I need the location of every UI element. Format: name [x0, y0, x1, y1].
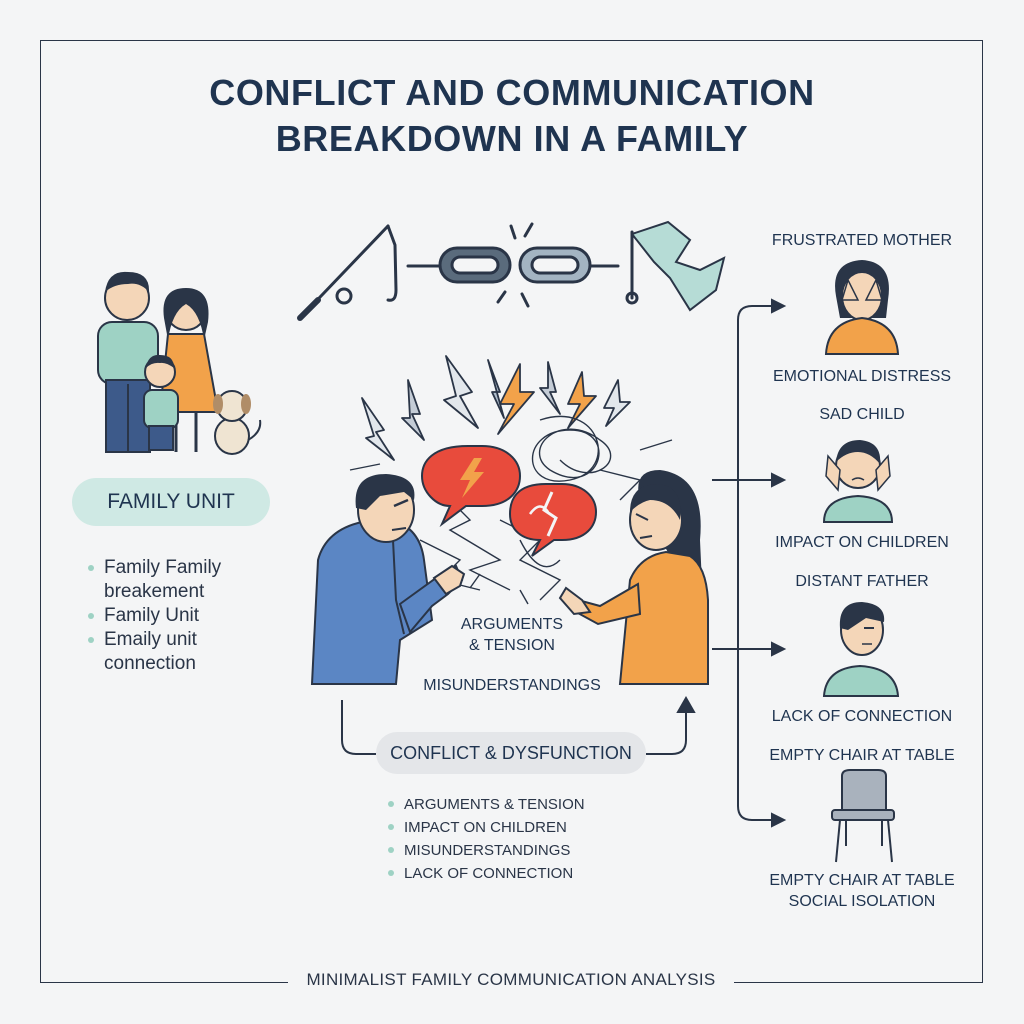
list-item: Emaily unit connection — [88, 628, 268, 676]
lightning-icon — [361, 355, 631, 461]
family-unit-bullets: Family Family breakement Family Unit Ema… — [88, 556, 268, 676]
list-item: MISUNDERSTANDINGS — [388, 839, 628, 862]
list-item: Family Unit — [88, 604, 268, 628]
family-illustration — [97, 271, 262, 455]
list-item: Family Family breakement — [88, 556, 268, 604]
page-title: CONFLICT AND COMMUNICATION BREAKDOWN IN … — [60, 70, 964, 162]
title-line-2: BREAKDOWN IN A FAMILY — [275, 118, 749, 159]
empty-chair-title: EMPTY CHAIR AT TABLE — [769, 747, 955, 764]
conflict-loop-arrow — [341, 695, 696, 755]
lack-of-connection-label: LACK OF CONNECTION — [771, 708, 953, 725]
torn-flag-icon — [625, 220, 726, 312]
frustrated-mother-label: FRUSTRATED MOTHER — [771, 232, 953, 249]
emotional-distress-label: EMOTIONAL DISTRESS — [772, 368, 952, 385]
sad-child-label: SAD CHILD — [819, 406, 905, 423]
list-item: LACK OF CONNECTION — [388, 862, 628, 885]
conflict-bullets: ARGUMENTS & TENSION IMPACT ON CHILDREN M… — [388, 793, 628, 885]
angry-man-figure — [310, 474, 466, 685]
title-line-1: CONFLICT AND COMMUNICATION — [209, 72, 815, 113]
family-unit-pill: FAMILY UNIT — [72, 478, 270, 526]
sad-child-icon — [822, 440, 894, 523]
distant-father-icon — [822, 602, 900, 697]
list-item: ARGUMENTS & TENSION — [388, 793, 628, 816]
upset-woman-figure — [558, 470, 709, 685]
effect-branch-arrows — [712, 298, 787, 828]
chair-icon — [831, 769, 895, 863]
fishing-rod-icon — [297, 224, 398, 321]
distant-father-label: DISTANT FATHER — [795, 573, 929, 590]
social-isolation-label: SOCIAL ISOLATION — [788, 893, 936, 910]
footer-gap — [288, 976, 734, 990]
arguments-label: ARGUMENTS & TENSION — [460, 616, 564, 654]
footer-caption: MINIMALIST FAMILY COMMUNICATION ANALYSIS — [306, 970, 716, 989]
empty-chair-caption: EMPTY CHAIR AT TABLE — [769, 872, 955, 889]
impact-on-children-label: IMPACT ON CHILDREN — [775, 534, 949, 551]
misunderstandings-label: MISUNDERSTANDINGS — [423, 677, 601, 694]
conflict-dysfunction-pill: CONFLICT & DYSFUNCTION — [376, 732, 646, 774]
broken-chain-icon — [406, 222, 620, 308]
frustrated-mother-icon — [824, 260, 900, 355]
list-item: IMPACT ON CHILDREN — [388, 816, 628, 839]
speech-bubble-icon — [420, 445, 598, 557]
